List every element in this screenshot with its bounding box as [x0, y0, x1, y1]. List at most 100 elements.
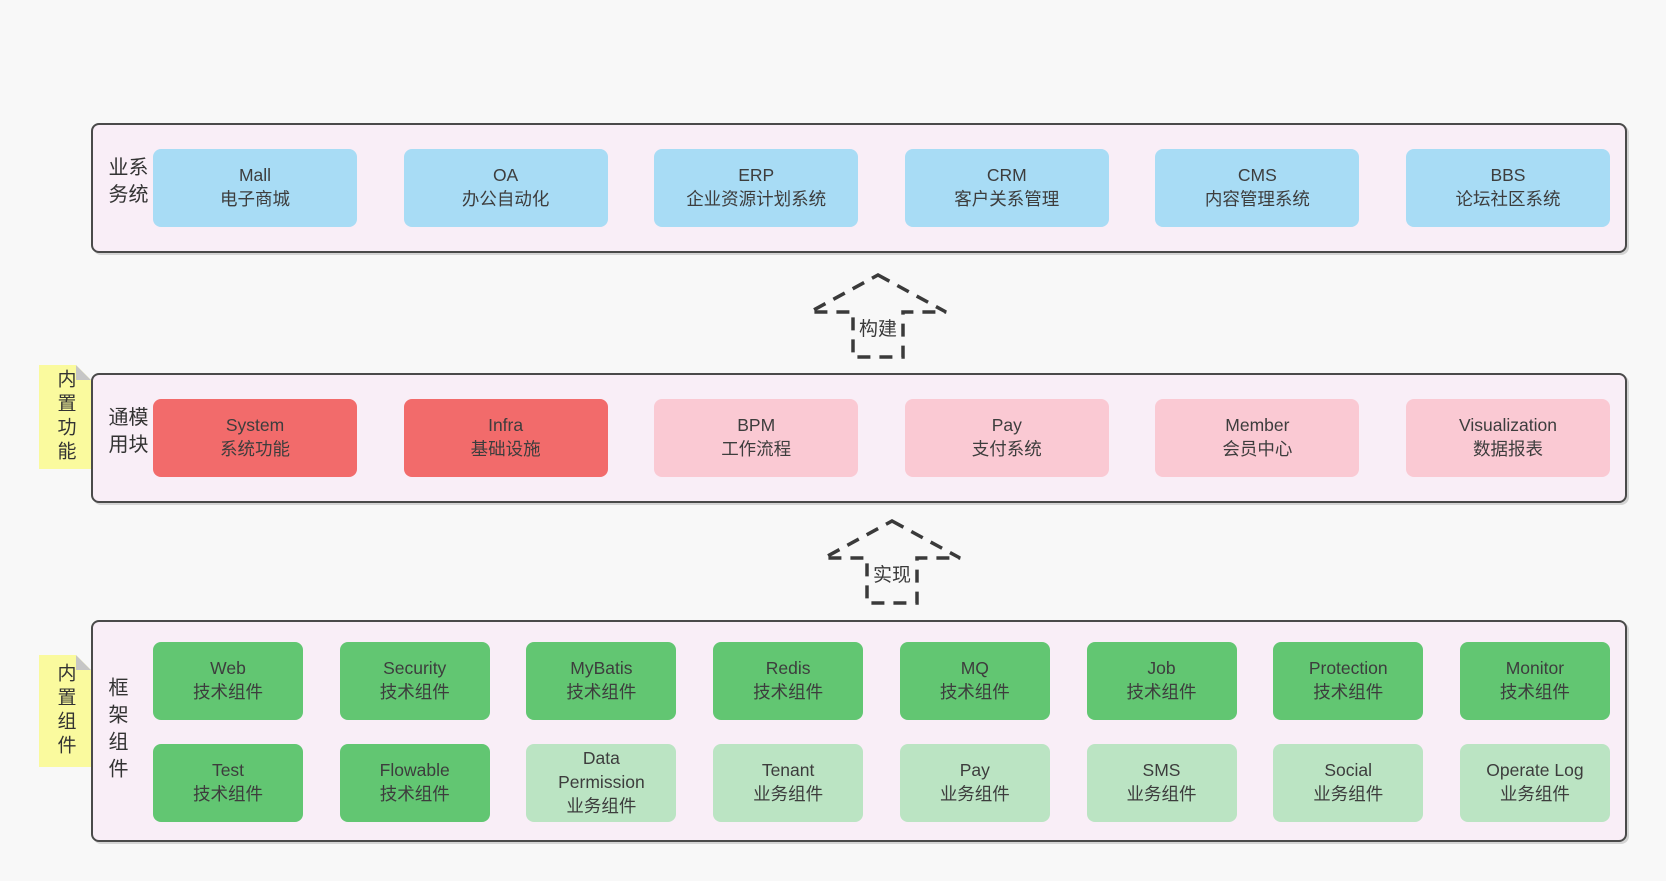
component-box-flowable: Flowable 技术组件 [339, 744, 490, 822]
component-desc: 技术组件 [379, 784, 450, 804]
sticky-note-built-in-components: 内置组件 [39, 655, 91, 767]
folded-corner-icon [76, 365, 91, 380]
component-name: System [225, 415, 285, 436]
implement-arrow: 实现 [822, 519, 962, 605]
component-box-web: Web 技术组件 [153, 642, 303, 720]
component-box-member: Member 会员中心 [1155, 399, 1360, 477]
component-box-erp: ERP 企业资源计划系统 [654, 149, 859, 227]
component-box-bbs: BBS 论坛社区系统 [1405, 149, 1610, 227]
section-label-business: 业务系统 [105, 156, 147, 211]
component-name: Redis [765, 658, 811, 679]
component-box-mq: MQ 技术组件 [899, 642, 1050, 720]
component-name: BPM [737, 415, 776, 436]
component-desc: 电子商城 [220, 189, 290, 209]
component-desc: 业务组件 [1313, 784, 1384, 804]
component-name: Pay [991, 415, 1022, 436]
sticky-note-label: 内置功能 [54, 369, 76, 465]
component-desc: 数据报表 [1472, 439, 1543, 459]
component-name: Pay [959, 760, 990, 781]
section-label-framework: 框架组件 [105, 677, 127, 785]
component-box-pay: Pay 业务组件 [899, 744, 1050, 822]
component-desc: 业务组件 [1499, 784, 1570, 804]
component-box-cms: CMS 内容管理系统 [1155, 149, 1360, 227]
component-box-mybatis: MyBatis 技术组件 [526, 642, 677, 720]
sticky-note-label: 内置组件 [54, 663, 76, 759]
component-name: SMS [1142, 760, 1181, 781]
component-name: BBS [1490, 165, 1526, 186]
component-box-pay: Pay 支付系统 [904, 399, 1109, 477]
component-box-tenant: Tenant 业务组件 [713, 744, 864, 822]
component-desc: 基础设施 [470, 439, 541, 459]
component-box-infra: Infra 基础设施 [403, 399, 608, 477]
component-desc: 业务组件 [566, 795, 637, 816]
component-name: CRM [986, 165, 1027, 186]
component-box-crm: CRM 客户关系管理 [904, 149, 1109, 227]
component-name: Social [1324, 760, 1373, 781]
component-desc: 技术组件 [193, 682, 263, 702]
folded-corner-icon [76, 655, 91, 670]
component-name: Security [383, 658, 447, 679]
component-box-visualization: Visualization 数据报表 [1405, 399, 1610, 477]
component-desc: 支付系统 [971, 439, 1042, 459]
component-desc: 客户关系管理 [954, 189, 1060, 209]
component-desc: 论坛社区系统 [1455, 189, 1561, 209]
component-desc: 技术组件 [566, 682, 637, 702]
component-desc: 工作流程 [721, 439, 792, 459]
component-desc: 业务组件 [753, 784, 824, 804]
build-arrow: 构建 [808, 273, 948, 359]
component-box-operate-log: Operate Log 业务组件 [1459, 744, 1610, 822]
component-box-redis: Redis 技术组件 [713, 642, 864, 720]
component-desc: 业务组件 [1126, 784, 1197, 804]
component-name: Operate Log [1486, 760, 1584, 781]
component-desc: 技术组件 [193, 784, 263, 804]
component-name: Mall [238, 165, 272, 186]
component-name: Data Permission [558, 748, 645, 793]
component-box-social: Social 业务组件 [1273, 744, 1424, 822]
component-name: Web [210, 658, 246, 679]
component-box-security: Security 技术组件 [339, 642, 490, 720]
component-name: Protection [1308, 658, 1388, 679]
component-name: Infra [488, 415, 524, 436]
component-name: Visualization [1459, 415, 1557, 436]
arrow-label-build: 构建 [856, 314, 900, 341]
component-desc: 技术组件 [1313, 682, 1384, 702]
component-name: OA [492, 165, 519, 186]
component-name: MQ [960, 658, 989, 679]
component-name: Monitor [1505, 658, 1565, 679]
component-box-protection: Protection 技术组件 [1273, 642, 1424, 720]
component-desc: 技术组件 [753, 682, 824, 702]
component-name: ERP [738, 165, 775, 186]
component-desc: 系统功能 [220, 439, 290, 459]
component-desc: 业务组件 [939, 784, 1010, 804]
component-desc: 技术组件 [1499, 682, 1570, 702]
component-desc: 技术组件 [939, 682, 1010, 702]
component-box-test: Test 技术组件 [153, 744, 303, 822]
dashed-up-arrow-icon [809, 273, 947, 359]
component-desc: 会员中心 [1222, 439, 1293, 459]
component-name: Member [1225, 415, 1290, 436]
component-desc: 办公自动化 [461, 189, 550, 209]
dashed-up-arrow-icon [823, 519, 961, 605]
arrow-label-implement: 实现 [870, 560, 914, 587]
component-box-mall: Mall 电子商城 [153, 149, 357, 227]
component-name: MyBatis [570, 658, 633, 679]
component-box-sms: SMS 业务组件 [1086, 744, 1237, 822]
component-desc: 技术组件 [379, 682, 450, 702]
component-desc: 企业资源计划系统 [686, 189, 827, 209]
component-box-system: System 系统功能 [153, 399, 357, 477]
sticky-note-built-in-features: 内置功能 [39, 365, 91, 469]
component-name: Flowable [379, 760, 450, 781]
section-label-modules: 通用模块 [105, 406, 147, 461]
component-desc: 内容管理系统 [1204, 189, 1310, 209]
component-name: Test [211, 760, 245, 781]
component-name: Tenant [761, 760, 815, 781]
component-box-oa: OA 办公自动化 [403, 149, 608, 227]
common-modules-section: 通用模块 System 系统功能 Infra 基础设施 BPM 工作流程 Pay 支付系统 Me… [91, 373, 1627, 503]
component-name: Job [1147, 658, 1176, 679]
component-name: CMS [1237, 165, 1277, 186]
